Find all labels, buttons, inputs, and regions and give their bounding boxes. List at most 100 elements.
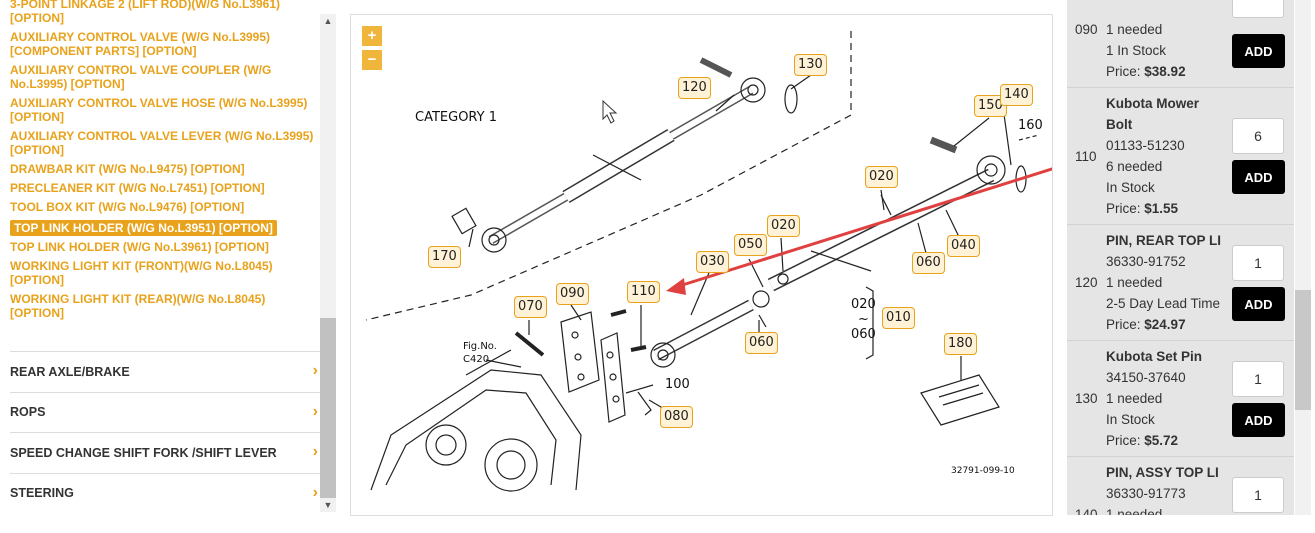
scrollbar-thumb[interactable] <box>1295 290 1311 410</box>
callout-050[interactable]: 050 <box>734 234 767 256</box>
part-ref: 130 <box>1075 391 1098 406</box>
label-tilde: ~ <box>858 312 869 327</box>
callout-080[interactable]: 080 <box>660 406 693 428</box>
option-list: 3-POINT LINKAGE 2 (LIFT ROD)(W/G No.L396… <box>10 0 316 325</box>
drawing-number: 32791-099-10 <box>951 466 1015 476</box>
option-link[interactable]: AUXILIARY CONTROL VALVE HOSE (W/G No.L39… <box>10 96 308 124</box>
part-row: 090 1 needed 1 In Stock Price: $38.92 AD… <box>1067 0 1294 88</box>
callout-020-upper[interactable]: 020 <box>865 166 898 188</box>
callout-060-upper[interactable]: 060 <box>912 252 945 274</box>
part-name: Kubota Mower Bolt <box>1106 96 1199 132</box>
category-label: SPEED CHANGE SHIFT FORK /SHIFT LEVER <box>10 445 277 460</box>
sidebar: 3-POINT LINKAGE 2 (LIFT ROD)(W/G No.L396… <box>0 0 338 515</box>
category-speed-change[interactable]: SPEED CHANGE SHIFT FORK /SHIFT LEVER › <box>10 432 320 473</box>
add-button[interactable]: ADD <box>1232 160 1285 194</box>
callout-130[interactable]: 130 <box>794 54 827 76</box>
part-number: 36330-91752 <box>1106 254 1186 269</box>
callout-140[interactable]: 140 <box>1000 84 1033 106</box>
parts-list: 090 1 needed 1 In Stock Price: $38.92 AD… <box>1067 0 1294 515</box>
add-button[interactable]: ADD <box>1232 287 1285 321</box>
part-row: PIN, ASSY TOP LI 140 36330-91773 1 neede… <box>1067 457 1294 515</box>
option-link[interactable]: WORKING LIGHT KIT (FRONT)(W/G No.L8045) … <box>10 259 273 287</box>
option-link[interactable]: TOP LINK HOLDER (W/G No.L3961) [OPTION] <box>10 240 269 254</box>
part-needed: 6 needed <box>1106 159 1163 174</box>
scroll-down-icon[interactable]: ▼ <box>323 500 333 510</box>
quantity-input[interactable] <box>1232 477 1284 513</box>
category-label: STEERING <box>10 486 74 501</box>
part-stock: In Stock <box>1106 412 1155 427</box>
zoom-in-button[interactable]: + <box>362 26 382 46</box>
category-label: CATEGORY 1 <box>415 110 497 125</box>
option-link[interactable]: DRAWBAR KIT (W/G No.L9475) [OPTION] <box>10 162 245 176</box>
category-list: REAR AXLE/BRAKE › ROPS › SPEED CHANGE SH… <box>10 351 320 513</box>
callout-150[interactable]: 150 <box>974 95 1007 117</box>
part-price: Price: $38.92 <box>1106 64 1186 79</box>
label-060-range: 060 <box>851 327 876 342</box>
category-rops[interactable]: ROPS › <box>10 391 320 433</box>
callout-030[interactable]: 030 <box>696 251 729 273</box>
callout-070[interactable]: 070 <box>514 296 547 318</box>
part-name: PIN, ASSY TOP LI <box>1106 465 1219 480</box>
quantity-input[interactable] <box>1232 118 1284 154</box>
chevron-right-icon: › <box>312 362 318 379</box>
chevron-right-icon: › <box>312 402 318 420</box>
callout-180[interactable]: 180 <box>944 333 977 355</box>
part-needed: 1 needed <box>1106 22 1163 37</box>
part-needed: 1 needed <box>1106 507 1163 515</box>
parts-scrollbar[interactable] <box>1295 0 1311 515</box>
part-price: Price: $1.55 <box>1106 201 1179 216</box>
add-button[interactable]: ADD <box>1232 403 1285 437</box>
option-link[interactable]: TOOL BOX KIT (W/G No.L9476) [OPTION] <box>10 200 245 214</box>
option-link[interactable]: 3-POINT LINKAGE 2 (LIFT ROD)(W/G No.L396… <box>10 0 281 25</box>
callout-010[interactable]: 010 <box>882 307 915 329</box>
fig-code-label: C420 <box>463 354 490 365</box>
add-button[interactable]: ADD <box>1232 34 1285 68</box>
part-price: Price: $5.72 <box>1106 433 1179 448</box>
callout-060[interactable]: 060 <box>745 332 778 354</box>
callout-090[interactable]: 090 <box>556 283 589 305</box>
part-ref: 140 <box>1075 507 1098 515</box>
callout-170[interactable]: 170 <box>428 246 461 268</box>
option-link[interactable]: AUXILIARY CONTROL VALVE COUPLER (W/G No.… <box>10 63 272 91</box>
label-020-range: 020 <box>851 297 876 312</box>
part-stock: 1 In Stock <box>1106 43 1167 58</box>
part-ref: 110 <box>1075 149 1097 164</box>
option-link-active[interactable]: TOP LINK HOLDER (W/G No.L3951) [OPTION] <box>10 220 277 236</box>
part-needed: 1 needed <box>1106 275 1163 290</box>
quantity-input[interactable] <box>1232 0 1284 18</box>
option-link[interactable]: AUXILIARY CONTROL VALVE LEVER (W/G No.L3… <box>10 129 314 157</box>
part-stock: 2-5 Day Lead Time <box>1106 296 1221 311</box>
part-row: Kubota Mower Bolt 110 01133-51230 6 need… <box>1067 88 1294 225</box>
part-price: Price: $24.97 <box>1106 317 1186 332</box>
sidebar-scrollbar[interactable]: ▲ ▼ <box>320 14 336 512</box>
option-link[interactable]: PRECLEANER KIT (W/G No.L7451) [OPTION] <box>10 181 265 195</box>
quantity-input[interactable] <box>1232 361 1284 397</box>
fig-no-label: Fig.No. <box>463 341 497 352</box>
option-link[interactable]: WORKING LIGHT KIT (REAR)(W/G No.L8045) [… <box>10 292 266 320</box>
category-rear-axle-brake[interactable]: REAR AXLE/BRAKE › <box>10 351 320 392</box>
category-steering[interactable]: STEERING › <box>10 472 320 514</box>
quantity-input[interactable] <box>1232 245 1284 281</box>
part-name: Kubota Set Pin <box>1106 349 1203 364</box>
chevron-right-icon: › <box>312 483 318 501</box>
chevron-right-icon: › <box>312 443 318 460</box>
callout-120[interactable]: 120 <box>678 77 711 99</box>
scrollbar-thumb[interactable] <box>320 318 336 498</box>
label-100: 100 <box>665 377 690 392</box>
part-number: 36330-91773 <box>1106 486 1186 501</box>
label-160: 160 <box>1018 118 1043 133</box>
callout-040[interactable]: 040 <box>947 235 980 257</box>
option-link[interactable]: AUXILIARY CONTROL VALVE (W/G No.L3995) [… <box>10 30 271 58</box>
callout-110[interactable]: 110 <box>627 281 660 303</box>
scroll-up-icon[interactable]: ▲ <box>323 16 333 26</box>
parts-diagram[interactable]: + − <box>350 14 1053 516</box>
category-label: REAR AXLE/BRAKE <box>10 364 130 379</box>
callout-020[interactable]: 020 <box>767 215 800 237</box>
zoom-out-button[interactable]: − <box>362 50 382 70</box>
category-label: ROPS <box>10 405 46 420</box>
part-row: PIN, REAR TOP LI 120 36330-91752 1 neede… <box>1067 225 1294 341</box>
part-name: PIN, REAR TOP LI <box>1106 233 1222 248</box>
part-stock: In Stock <box>1106 180 1155 195</box>
diagram-drawing <box>365 31 1052 492</box>
part-row: Kubota Set Pin 130 34150-37640 1 needed … <box>1067 341 1294 457</box>
